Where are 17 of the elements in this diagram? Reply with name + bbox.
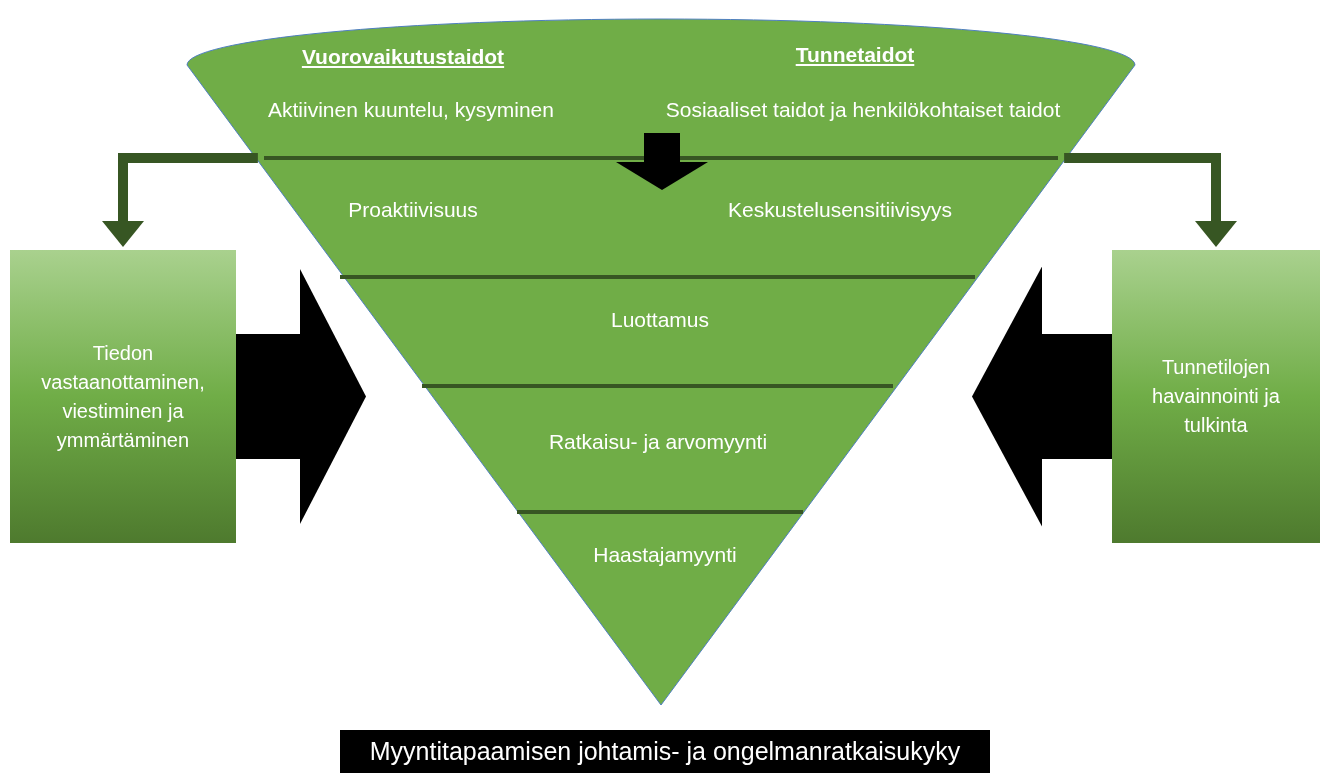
category-heading: Tunnetaidot: [795, 43, 915, 67]
caption-bar: Myyntitapaamisen johtamis- ja ongelmanratkaisukyky: [340, 730, 990, 773]
category-heading: Vuorovaikutustaidot: [301, 45, 505, 69]
layer-label: Sosiaaliset taidot ja henkilökohtaiset taidot: [665, 98, 1061, 122]
arrow: [236, 269, 366, 524]
layer-label: Aktiivinen kuuntelu, kysyminen: [268, 98, 554, 122]
arrow: [616, 133, 708, 190]
layer-label: Ratkaisu- ja arvomyynti: [548, 430, 768, 454]
arrow: [1064, 153, 1237, 247]
layer-label: Luottamus: [610, 308, 710, 332]
layer-label: Keskustelusensitiivisyys: [727, 198, 953, 222]
arrow: [972, 266, 1112, 527]
layer-label: Proaktiivisuus: [348, 198, 478, 222]
layer-label: Haastajamyynti: [593, 543, 737, 567]
arrow: [102, 153, 258, 247]
skill-box: Tiedon vastaanottaminen, viestiminen ja ymmärtäminen: [10, 250, 236, 543]
skill-box: Tunnetilojen havainnointi ja tulkinta: [1112, 250, 1320, 543]
